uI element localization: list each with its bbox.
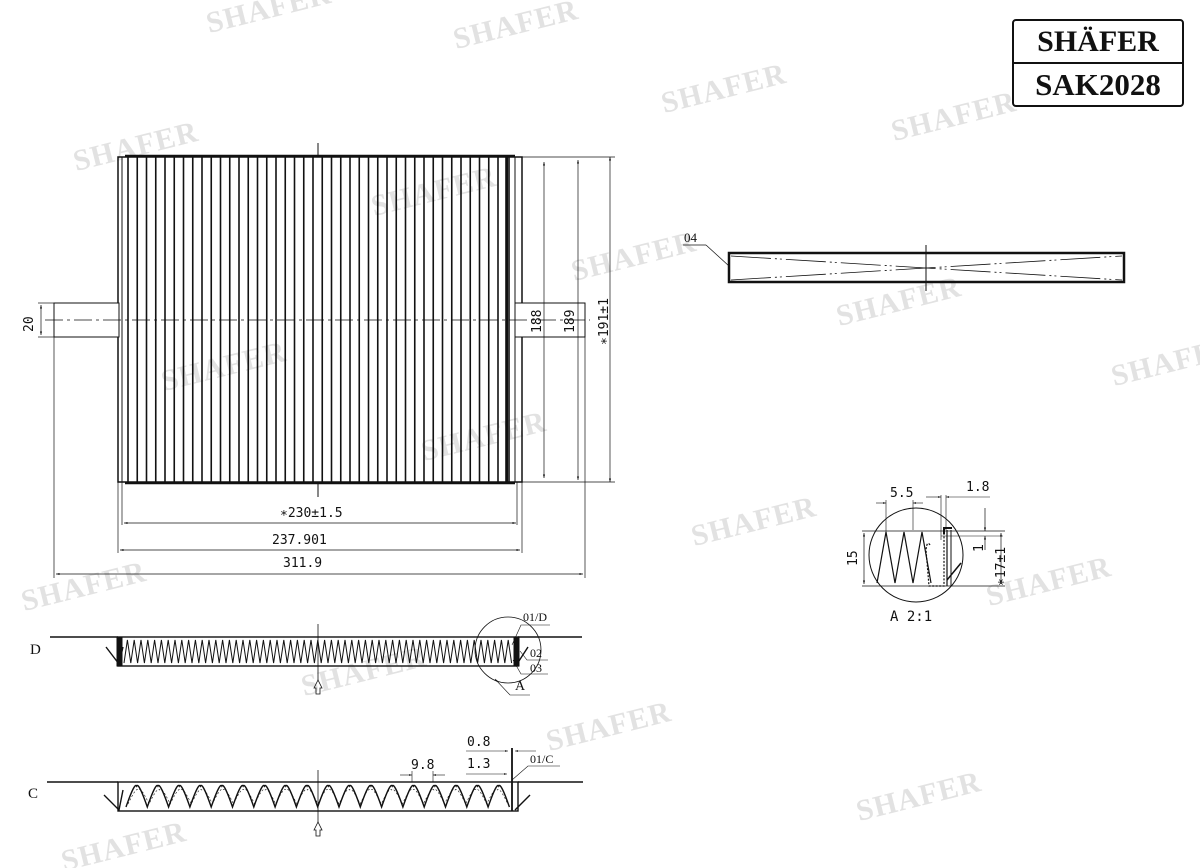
front-view — [38, 143, 615, 578]
dim-overall-depth: ∗17±1 — [994, 546, 1009, 586]
section-c-label: C — [28, 786, 39, 802]
callout-01c: 01/C — [530, 752, 554, 766]
dim-overall-height: ∗191±1 — [597, 298, 612, 345]
dim-height: 189 — [563, 309, 578, 333]
dim-frame-width: 1.8 — [966, 480, 990, 495]
dim-frame-thickness: 0.8 — [467, 735, 491, 750]
section-d — [50, 616, 582, 696]
brand-name: SHÄFER — [1014, 21, 1182, 64]
detail-ref-a: A — [515, 679, 526, 694]
brand-box: SHÄFER SAK2028 — [1012, 19, 1184, 107]
dim-inner-height: 188 — [530, 309, 545, 333]
callout-04: 04 — [684, 230, 697, 245]
dim-overall-width: 311.9 — [283, 556, 323, 571]
section-c — [47, 748, 583, 837]
dim-offset: 1.3 — [467, 757, 491, 772]
dim-pleat-pitch: 5.5 — [890, 486, 914, 501]
dim-width: 237.901 — [272, 533, 327, 548]
dim-pleat-height: 15 — [846, 550, 861, 566]
callout-01d: 01/D — [523, 610, 547, 624]
dim-width-tolerance: ∗230±1.5 — [280, 506, 343, 521]
section-d-label: D — [30, 642, 41, 658]
pleat-lines — [127, 157, 510, 482]
callout-03: 03 — [530, 661, 542, 675]
side-view — [683, 244, 1126, 291]
detail-a-title: A 2:1 — [890, 609, 933, 625]
part-number: SAK2028 — [1035, 66, 1161, 102]
dim-pleat-pitch-c: 9.8 — [411, 758, 435, 773]
detail-a — [862, 495, 1005, 603]
dim-gap: 1 — [972, 544, 987, 552]
dim-tab-height: 20 — [22, 316, 37, 332]
callout-02: 02 — [530, 646, 542, 660]
